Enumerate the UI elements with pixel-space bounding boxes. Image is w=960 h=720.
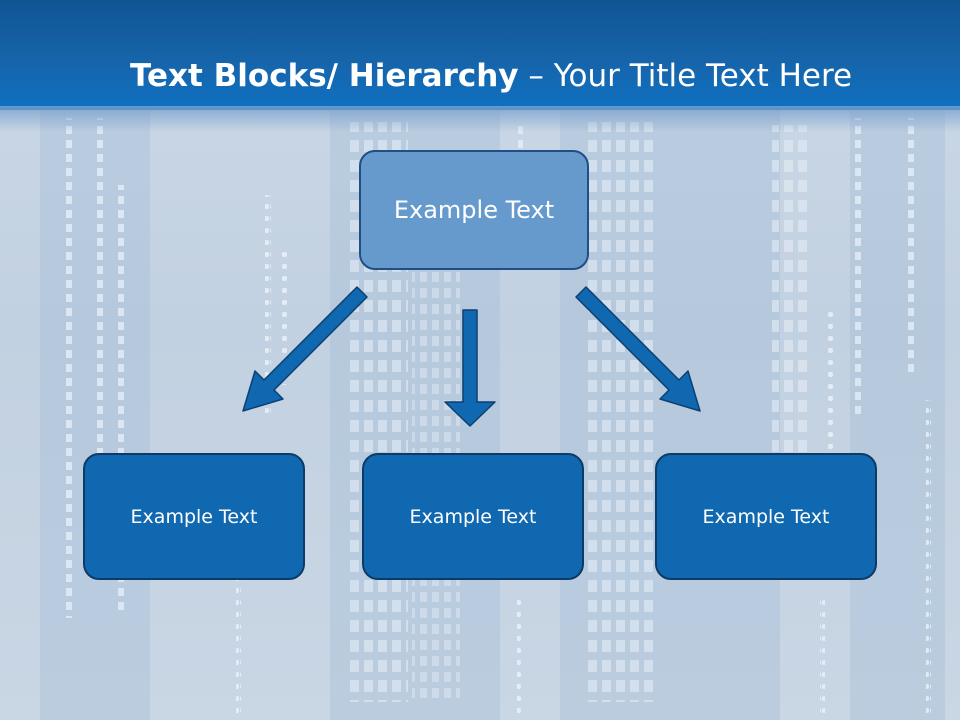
child-text-block-right: Example Text	[655, 453, 877, 580]
child-text-block-label: Example Text	[702, 505, 830, 528]
child-text-block-left: Example Text	[83, 453, 305, 580]
child-text-block-label: Example Text	[409, 505, 537, 528]
slide-title: Text Blocks/ Hierarchy – Your Title Text…	[130, 54, 852, 98]
arrow-down-left	[242, 286, 368, 412]
arrow-down-left-shape	[242, 286, 368, 412]
header-fade	[0, 106, 960, 132]
child-text-block-center: Example Text	[362, 453, 584, 580]
arrow-down-right-shape	[575, 286, 701, 412]
root-text-block-label: Example Text	[393, 196, 555, 224]
arrow-down-right	[575, 286, 701, 412]
arrow-down-center	[444, 309, 496, 427]
root-text-block: Example Text	[359, 150, 589, 270]
header-band	[0, 0, 960, 110]
title-regular-part: Your Title Text Here	[553, 58, 853, 94]
child-text-block-label: Example Text	[130, 505, 258, 528]
arrow-down-center-shape	[444, 309, 496, 427]
background-panel	[40, 110, 150, 720]
title-dash: –	[518, 58, 554, 94]
title-bold-part: Text Blocks/ Hierarchy	[130, 58, 519, 94]
